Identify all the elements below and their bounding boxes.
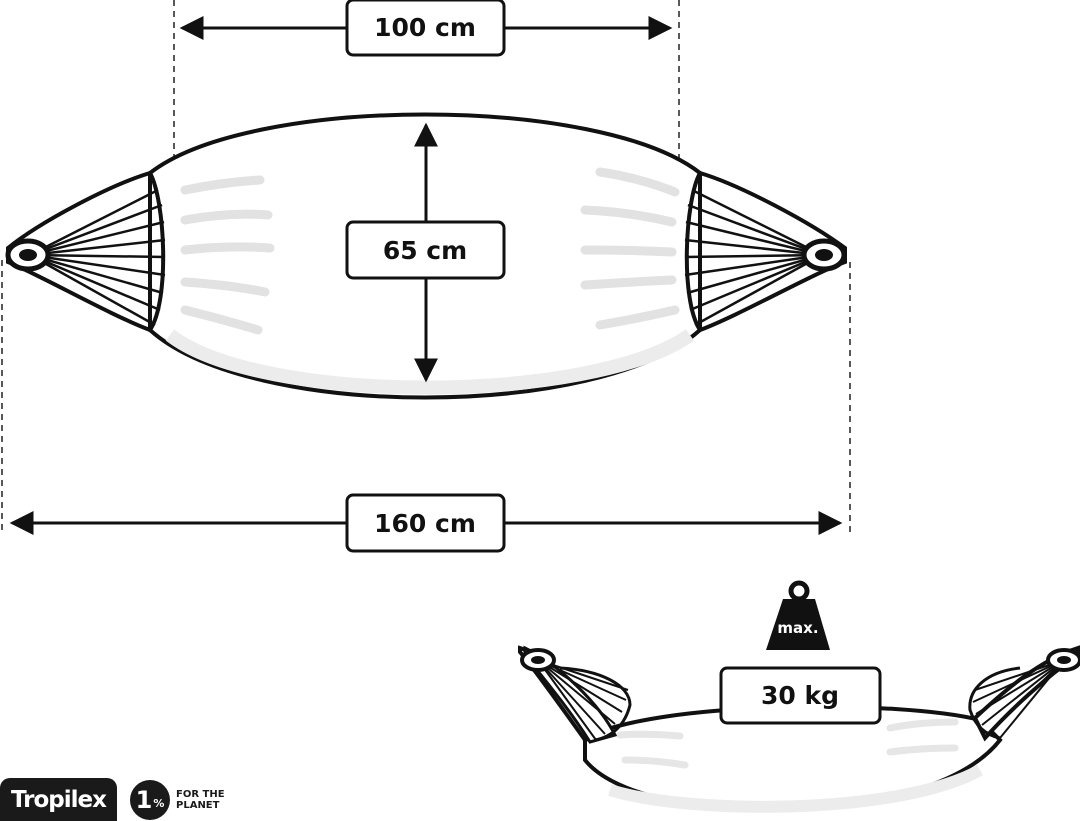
- dimension-inner-width: 100 cm: [179, 0, 673, 57]
- planet-line-1: FOR THE: [176, 789, 225, 800]
- weight-icon: max.: [766, 580, 830, 650]
- extension-lines: [1, 0, 851, 535]
- planet-percent: %: [153, 796, 165, 810]
- hammock-side-view: [518, 645, 1080, 813]
- planet-circle-icon: 1%: [130, 780, 170, 820]
- planet-line-2: PLANET: [176, 800, 220, 811]
- planet-number: 1: [135, 786, 153, 814]
- planet-text: FOR THE PLANET: [176, 789, 225, 811]
- total-length-label: 160 cm: [374, 509, 476, 538]
- dimension-body-width: 65 cm: [345, 122, 506, 383]
- body-width-label: 65 cm: [383, 236, 467, 265]
- brand-name: Tropilex: [11, 786, 107, 813]
- one-percent-for-the-planet-logo: 1% FOR THE PLANET: [130, 780, 240, 820]
- inner-width-label: 100 cm: [374, 13, 476, 42]
- load-capacity: 30 kg: [719, 666, 882, 725]
- weight-icon-label: max.: [777, 619, 818, 637]
- tropilex-logo: Tropilex: [0, 778, 117, 821]
- load-capacity-label: 30 kg: [761, 681, 839, 710]
- dimension-total-length: 160 cm: [9, 493, 843, 553]
